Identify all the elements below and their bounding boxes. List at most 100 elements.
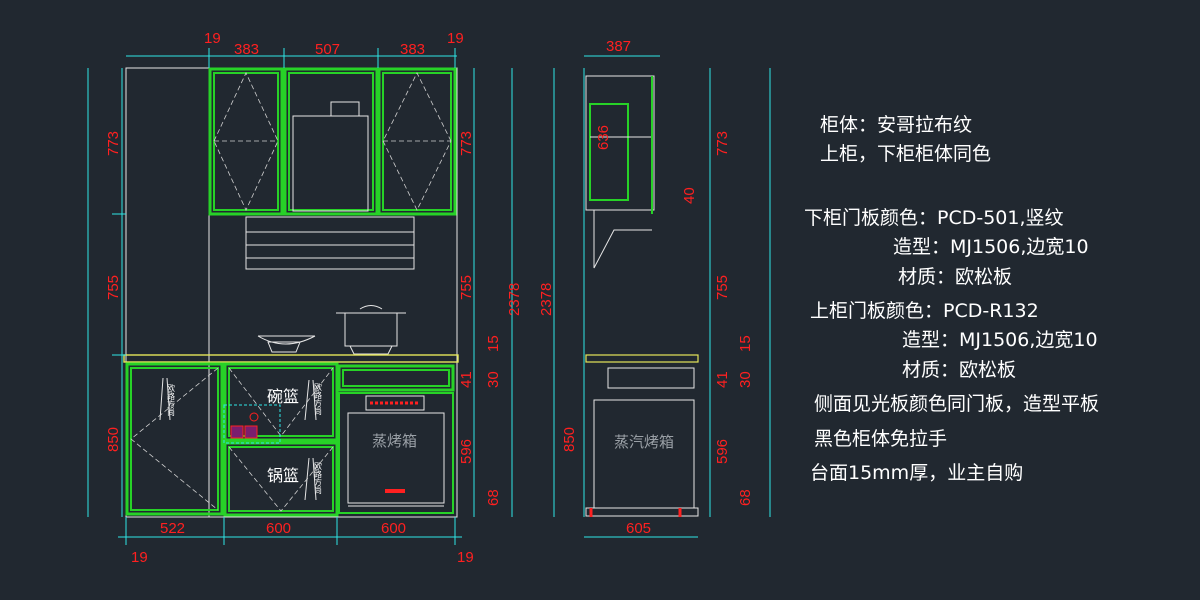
dim-right-6: 596 xyxy=(458,439,475,464)
pipe-icon xyxy=(249,412,259,422)
dim-bottom-side-right: 19 xyxy=(457,549,474,566)
socket-icon xyxy=(244,425,258,439)
burner-left xyxy=(267,341,301,353)
pot-drawer xyxy=(223,441,339,517)
note-lower-door-material: 材质：欧松板 xyxy=(898,266,1013,288)
hood-duct xyxy=(330,101,360,117)
pot-icon xyxy=(344,312,398,347)
hood-body xyxy=(292,115,369,212)
dim-top-5: 19 xyxy=(447,30,464,47)
side-dim-inner-1: 636 xyxy=(595,125,612,150)
pot-drawer-swing xyxy=(228,446,334,512)
side-dim-top: 387 xyxy=(606,38,631,55)
upper-cabinets xyxy=(208,67,457,216)
oven-door xyxy=(347,412,445,504)
side-dim-right-5: 41 xyxy=(714,371,731,388)
side-dim-right-7: 68 xyxy=(737,489,754,506)
note-cabinet-body: 柜体：安哥拉布纹 xyxy=(820,114,973,136)
top-drawer-inner xyxy=(342,369,450,387)
pot-lid xyxy=(359,305,383,310)
hood-panel xyxy=(245,216,415,270)
bowl-basket-label: 碗篮 xyxy=(267,387,299,406)
side-dim-inner-2: 40 xyxy=(681,187,698,204)
note-lower-door-color: 下柜门板颜色：PCD-501,竖纹 xyxy=(804,207,1064,229)
bowl-drawer-swing xyxy=(228,367,334,437)
side-dim-right-1: 773 xyxy=(714,131,731,156)
dim-right-3: 15 xyxy=(485,335,502,352)
socket-zone xyxy=(223,404,281,444)
top-drawer xyxy=(337,364,455,392)
dim-bottom-2: 600 xyxy=(266,520,291,537)
dim-bottom-side-left: 19 xyxy=(131,549,148,566)
upper-door-right xyxy=(377,67,457,216)
note-side-panel: 侧面见光板颜色同门板，造型平板 xyxy=(814,393,1100,415)
side-countertop xyxy=(585,354,699,363)
brand-tag: 欧路方尚 xyxy=(314,382,323,416)
top-dimension: 19 383 507 383 19 xyxy=(126,30,464,68)
note-lower-door-style: 造型：MJ1506,边宽10 xyxy=(893,236,1089,258)
bottom-dimension: 522 600 600 19 19 xyxy=(118,517,474,566)
leaf-icon xyxy=(304,457,317,501)
left-dimension: 773 755 850 xyxy=(87,68,126,517)
side-upper-cabinet xyxy=(585,75,655,211)
side-dim-right-6: 596 xyxy=(714,439,731,464)
leaf-icon xyxy=(159,377,171,421)
note-upper-door-color: 上柜门板颜色：PCD-R132 xyxy=(810,300,1039,322)
side-dim-total: 2378 xyxy=(538,283,555,316)
side-elevation: 蒸汽烤箱 387 605 2378 850 636 40 773 755 15 … xyxy=(538,38,771,538)
note-upper-door-style: 造型：MJ1506,边宽10 xyxy=(902,329,1098,351)
dim-right-1: 773 xyxy=(458,131,475,156)
lower-door-left xyxy=(125,362,224,516)
dim-right-total: 2378 xyxy=(506,283,523,316)
dim-top-2: 383 xyxy=(234,41,259,58)
dim-right-2: 755 xyxy=(458,275,475,300)
steam-oven-label: 蒸烤箱 xyxy=(372,432,417,450)
oven-logo xyxy=(385,489,405,493)
countertop xyxy=(123,354,459,363)
brand-tag: 欧路方尚 xyxy=(167,383,176,417)
dim-bottom-3: 600 xyxy=(381,520,406,537)
lower-swing-left xyxy=(130,367,219,511)
note-upper-door-material: 材质：欧松板 xyxy=(902,359,1017,381)
side-dim-right-3: 15 xyxy=(737,335,754,352)
upper-door-left xyxy=(208,67,284,216)
right-dimension: 773 755 15 30 41 596 68 2378 xyxy=(458,68,523,517)
dim-bottom-1: 522 xyxy=(160,520,185,537)
upper-swing-right xyxy=(382,72,452,211)
side-hood xyxy=(593,210,652,269)
burner-right xyxy=(349,345,393,355)
dim-top-1: 19 xyxy=(204,30,221,47)
dim-right-7: 68 xyxy=(485,489,502,506)
oven-cabinet xyxy=(338,392,454,514)
wok-icon xyxy=(257,335,316,345)
cookware xyxy=(257,305,406,355)
side-dim-bottom: 605 xyxy=(626,520,651,537)
note-no-handle: 黑色柜体免拉手 xyxy=(814,428,948,450)
dim-left-1: 773 xyxy=(105,131,122,156)
dim-left-3: 850 xyxy=(105,427,122,452)
lower-cabinets xyxy=(125,362,455,517)
bowl-drawer xyxy=(223,362,339,442)
range-hood xyxy=(245,216,415,270)
side-cooktop xyxy=(607,367,695,389)
dim-top-4: 383 xyxy=(400,41,425,58)
upper-door-middle xyxy=(283,67,379,216)
dim-right-5: 41 xyxy=(458,371,475,388)
upper-door-left-inner xyxy=(213,72,279,211)
bowl-drawer-inner xyxy=(228,367,334,437)
upper-door-middle-inner xyxy=(288,72,374,211)
side-dim-right-4: 30 xyxy=(737,371,754,388)
dim-top-3: 507 xyxy=(315,41,340,58)
dim-left-2: 755 xyxy=(105,275,122,300)
side-plinth xyxy=(585,507,699,517)
upper-swing-left xyxy=(213,72,279,211)
side-oven-body xyxy=(593,399,695,509)
side-dim-right-2: 755 xyxy=(714,275,731,300)
dim-right-4: 30 xyxy=(485,371,502,388)
socket-icon xyxy=(230,425,244,439)
side-upper-shelf xyxy=(589,103,629,201)
upper-door-right-inner xyxy=(382,72,452,211)
front-elevation: 碗篮 锅篮 蒸烤箱 欧路方尚 欧路方尚 欧路方尚 19 383 507 383 … xyxy=(87,30,523,566)
side-steam-oven-label: 蒸汽烤箱 xyxy=(614,433,674,451)
oven-control-panel xyxy=(365,395,425,411)
